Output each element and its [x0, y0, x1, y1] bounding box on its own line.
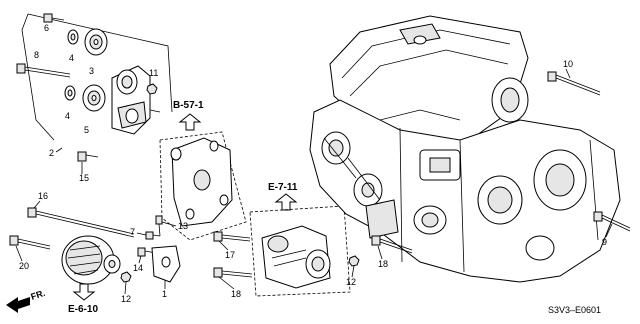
bolt-16 [77, 151, 99, 162]
callout-6: 7 [130, 227, 135, 237]
callout-18-lower: 18 [231, 289, 241, 299]
engine-assembly [309, 15, 621, 283]
bolt-18-upper [213, 231, 251, 242]
fr-label: FR. [30, 288, 47, 302]
alternator [61, 235, 121, 285]
callout-17: 16 [38, 191, 48, 201]
ref-e6-10[interactable]: E-6-10 [68, 304, 98, 315]
callout-4-lower: 4 [65, 111, 70, 121]
callout-11: 11 [149, 68, 158, 78]
bracket-dashed-box [159, 131, 247, 241]
bolt-9 [593, 211, 631, 232]
ref-b57-1-arrow [178, 113, 202, 131]
callout-12: 12 [121, 294, 131, 304]
pulley-5 [82, 84, 106, 112]
callout-9: 9 [602, 237, 607, 247]
bolt-7 [43, 13, 65, 23]
tensioner-body [111, 65, 161, 135]
callout-2: 2 [49, 148, 54, 158]
mounting-bracket [170, 137, 233, 227]
ref-e7-11-arrow [274, 193, 298, 211]
bolt-8 [16, 63, 71, 78]
ref-b57-1[interactable]: B-57-1 [173, 100, 204, 111]
callout-5: 5 [84, 125, 89, 135]
diagram-code: S3V3–E0601 [548, 305, 601, 315]
callout-4-upper: 4 [69, 53, 74, 63]
callout-14: 13 [178, 221, 188, 231]
callout-16: 15 [79, 173, 89, 183]
callout-7: 6 [44, 23, 49, 33]
callout-15: 14 [133, 263, 143, 273]
alternator-group [9, 207, 181, 285]
bolt-17 [27, 207, 135, 238]
callout-10: 10 [563, 59, 573, 69]
fr-arrow-icon [6, 297, 30, 313]
starter-dashed-box [249, 205, 351, 297]
callout-18-upper: 17 [225, 250, 235, 260]
group-2-bracket-top [27, 13, 173, 113]
front-direction-indicator: FR. [6, 288, 46, 313]
nut-12 [120, 271, 132, 283]
nut-13 [348, 255, 360, 267]
bolt-6 [145, 231, 161, 240]
callout-13: 12 [346, 277, 356, 287]
ref-e6-10-arrow [72, 283, 96, 301]
group-2-bracket [21, 13, 55, 141]
callout-3: 3 [89, 66, 94, 76]
ref-e7-11[interactable]: E-7-11 [268, 182, 298, 193]
idler-pulley-3 [84, 28, 108, 56]
tensioner-group [16, 13, 173, 162]
nut-11 [146, 83, 158, 95]
callout-1: 1 [162, 289, 167, 299]
bolt-14 [155, 215, 163, 237]
callout-8: 8 [34, 50, 39, 60]
bolt-20 [9, 235, 51, 250]
bolt-18-lower [213, 267, 253, 278]
bolt-10 [547, 71, 601, 96]
callout-19: 18 [378, 259, 388, 269]
bolt-19 [371, 235, 413, 254]
starter-motor [261, 225, 331, 289]
callout-20: 20 [19, 261, 29, 271]
